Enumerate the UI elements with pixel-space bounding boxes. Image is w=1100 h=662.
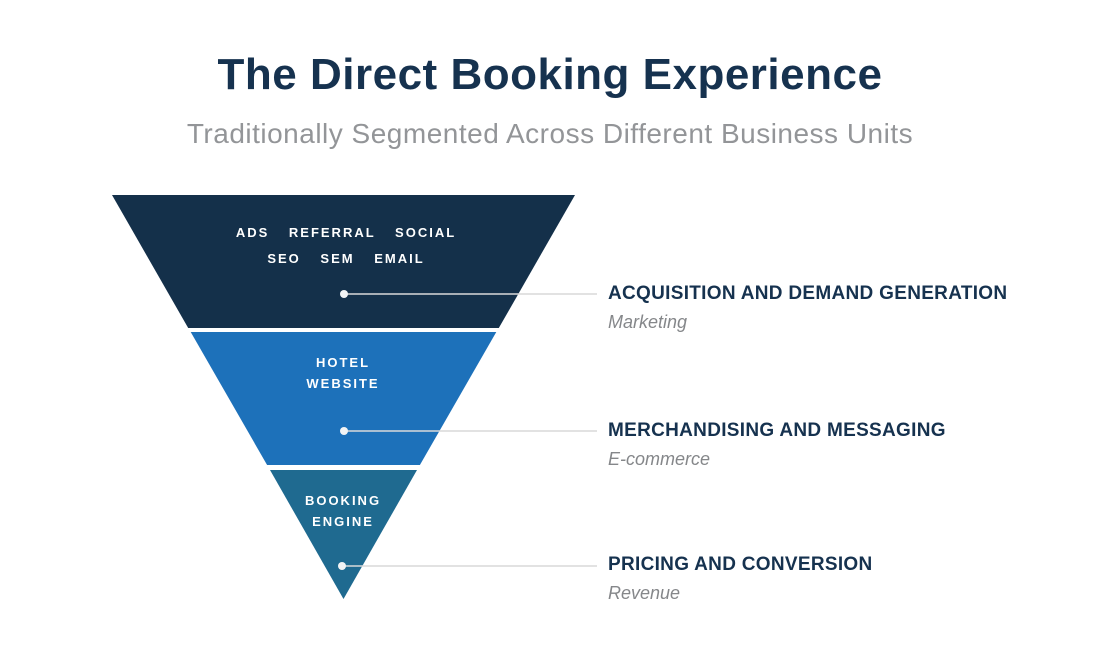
callout-booking: PRICING AND CONVERSION Revenue (608, 554, 1068, 604)
leader-dot-acquisition (340, 290, 348, 298)
page-title: The Direct Booking Experience (217, 50, 883, 99)
callout-acquisition-subtext: Marketing (608, 312, 688, 332)
hotel-website-label-line2: WEBSITE (306, 376, 380, 391)
booking-engine-label: BOOKING ENGINE (243, 490, 443, 532)
callout-booking-subtext: Revenue (608, 583, 681, 603)
leader-dot-booking (338, 562, 346, 570)
callout-acquisition: ACQUISITION AND DEMAND GENERATION Market… (608, 283, 1068, 333)
funnel-segment-booking (270, 470, 417, 599)
callout-merchandising: MERCHANDISING AND MESSAGING E-commerce (608, 420, 1068, 470)
hotel-website-label: HOTEL WEBSITE (243, 352, 443, 394)
booking-engine-label-line1: BOOKING (304, 493, 382, 508)
callout-merchandising-heading: MERCHANDISING AND MESSAGING (608, 420, 946, 441)
page-subtitle: Traditionally Segmented Across Different… (186, 118, 914, 149)
callout-acquisition-heading: ACQUISITION AND DEMAND GENERATION (608, 283, 1008, 304)
leader-dot-merchandising (340, 427, 348, 435)
acquisition-channels-row1: ADS REFERRAL SOCIAL (235, 225, 457, 240)
callout-booking-heading: PRICING AND CONVERSION (608, 554, 873, 575)
acquisition-channels: ADS REFERRAL SOCIAL SEO SEM EMAIL (196, 220, 496, 272)
callout-merchandising-subtext: E-commerce (608, 449, 711, 469)
booking-engine-label-line2: ENGINE (312, 514, 374, 529)
acquisition-channels-row2: SEO SEM EMAIL (267, 251, 425, 266)
hotel-website-label-line1: HOTEL (315, 355, 371, 370)
